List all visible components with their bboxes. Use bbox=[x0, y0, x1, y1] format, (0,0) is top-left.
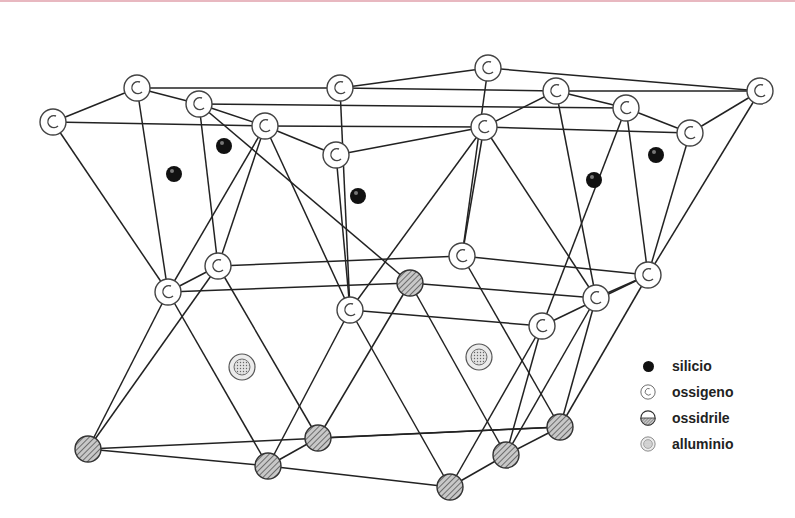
legend-swatch bbox=[643, 361, 654, 372]
legend-label: alluminio bbox=[672, 436, 733, 452]
top-border bbox=[0, 0, 795, 2]
legend-label: silicio bbox=[672, 358, 712, 374]
hydroxyl-groups bbox=[75, 270, 573, 500]
bond-lines bbox=[53, 68, 760, 487]
silicon-atoms bbox=[166, 138, 664, 204]
legend-label: ossidrile bbox=[672, 410, 730, 426]
legend-label: ossigeno bbox=[672, 384, 733, 400]
aluminium-atoms bbox=[229, 344, 492, 380]
oxygen-atoms bbox=[40, 55, 773, 339]
legend-symbols bbox=[641, 385, 655, 451]
